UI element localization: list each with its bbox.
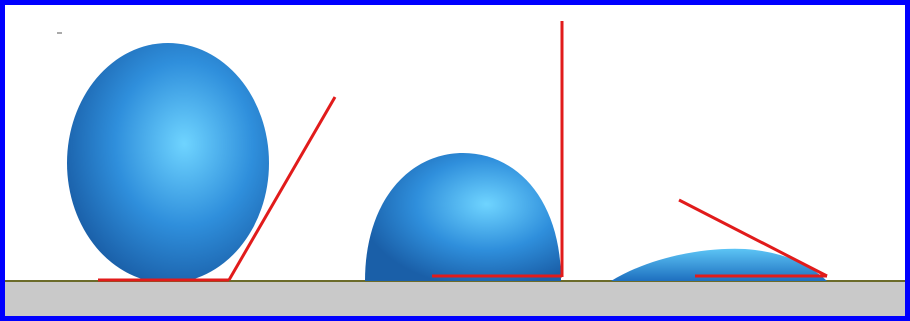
contact-angle-diagram (5, 5, 905, 316)
substrate-surface (5, 281, 905, 316)
droplet-medium (365, 153, 561, 281)
droplet-large (67, 43, 269, 283)
